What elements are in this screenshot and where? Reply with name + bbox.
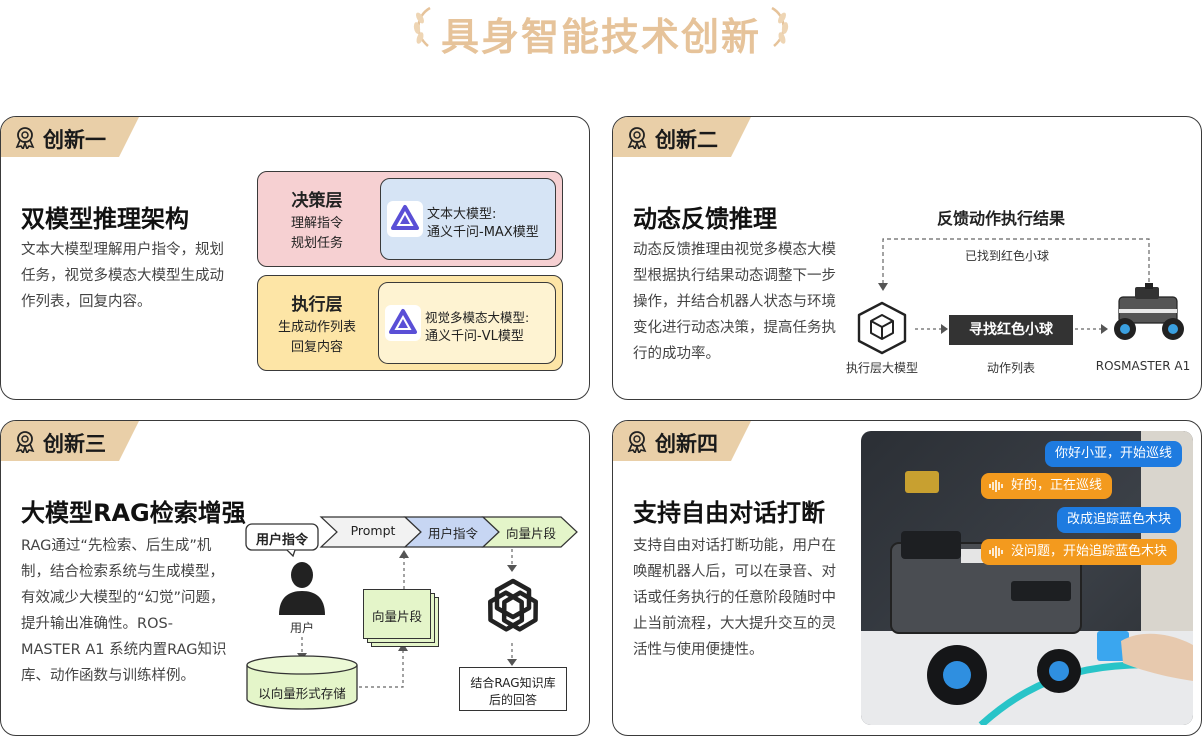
- prompt-chevron-bar: [319, 516, 578, 548]
- vision-llm-line-1: 视觉多模态大模型:: [425, 310, 530, 325]
- chat-bubble-user-2: 改成追踪蓝色木块: [1057, 507, 1182, 533]
- execution-layer-box: 执行层 生成动作列表 回复内容 视觉多模态大模型: 通义千问-VL模型: [257, 275, 563, 371]
- cube-label: 执行层大模型: [845, 361, 918, 375]
- card-innovation-2: 创新二 动态反馈推理 动态反馈推理由视觉多模态大模型根据执行结果动态调整下一步操…: [612, 116, 1202, 400]
- vision-llm-box: 视觉多模态大模型: 通义千问-VL模型: [378, 282, 556, 364]
- award-icon: [15, 431, 35, 453]
- arrow-down-icon: [507, 643, 517, 666]
- award-icon: [627, 127, 647, 149]
- decision-line-1: 理解指令: [290, 216, 343, 231]
- decision-line-2: 规划任务: [290, 236, 343, 251]
- card-innovation-4: 创新四 支持自由对话打断 支持自由对话打断功能，用户在唤醒机器人后，可以在录音、…: [612, 420, 1202, 736]
- text-llm-line-2: 通义千问-MAX模型: [427, 225, 539, 240]
- laurel-left-icon: [413, 6, 431, 47]
- card-heading: 大模型RAG检索增强: [21, 499, 246, 527]
- qwen-logo-icon: [387, 201, 423, 237]
- decision-layer-box: 决策层 理解指令 规划任务 文本大模型: 通义千问-MAX模型: [257, 171, 563, 267]
- card-description: 动态反馈推理由视觉多模态大模型根据执行结果动态调整下一步操作，并结合机器人状态与…: [633, 242, 836, 362]
- card-heading: 双模型推理架构: [21, 205, 189, 233]
- chevron-vector-segment: 向量片段: [505, 526, 556, 541]
- robot-car-image: [1114, 283, 1184, 340]
- page-title: 具身智能技术创新: [440, 15, 761, 59]
- chat-bubble-robot-1-text: 好的，正在巡线: [1011, 478, 1103, 493]
- card-heading: 支持自由对话打断: [633, 499, 825, 527]
- chevron-user-command: 用户指令: [427, 526, 478, 541]
- page-header: 具身智能技术创新: [0, 0, 1202, 60]
- arrow-up-icon: [399, 550, 409, 589]
- tab-label: 创新三: [43, 432, 106, 456]
- chat-bubble-user-1: 你好小亚，开始巡线: [1045, 441, 1183, 467]
- card-tab: 创新三: [1, 421, 141, 461]
- text-llm-box: 文本大模型: 通义千问-MAX模型: [380, 178, 556, 260]
- found-label: 已找到红色小球: [965, 249, 1050, 263]
- chat-bubble-robot-2-text: 没问题，开始追踪蓝色木块: [1011, 544, 1168, 559]
- card-innovation-1: 创新一 双模型推理架构 文本大模型理解用户指令，规划任务，视觉多模态大模型生成动…: [0, 116, 590, 400]
- action-box: 寻找红色小球: [949, 315, 1073, 345]
- ai-model-logo-icon: [488, 578, 538, 632]
- qwen-logo-icon: [385, 305, 421, 341]
- arrow-right-icon: [915, 324, 948, 334]
- card-description: RAG通过“先检索、后生成”机制，结合检索系统与生成模型，有效减少大模型的“幻觉…: [21, 538, 227, 684]
- robot-label: ROSMASTER A1: [1095, 359, 1191, 373]
- card-tab: 创新二: [613, 117, 753, 157]
- tab-label: 创新二: [655, 128, 718, 152]
- award-icon: [627, 431, 647, 453]
- chevron-prompt: Prompt: [350, 523, 396, 538]
- execution-line-2: 回复内容: [290, 340, 343, 355]
- cube-icon: [857, 301, 907, 355]
- feedback-loop-arrow: [878, 238, 1150, 303]
- user-command-label: 用户指令: [255, 533, 308, 548]
- arrow-right-icon: [1075, 324, 1108, 334]
- card-heading: 动态反馈推理: [633, 205, 777, 233]
- robot-photo: 你好小亚，开始巡线 好的，正在巡线 改成追踪蓝色木块 没问题，开始追踪蓝色木块: [861, 431, 1193, 725]
- user-label: 用户: [289, 621, 314, 635]
- vector-segment-label: 向量片段: [371, 609, 422, 624]
- user-icon: [279, 562, 325, 615]
- voice-wave-icon: [989, 546, 1003, 558]
- execution-layer-title: 执行层: [291, 295, 343, 315]
- connector-arrow: [359, 643, 408, 688]
- vector-segment-doc: 向量片段: [363, 589, 431, 639]
- action-label: 动作列表: [986, 361, 1035, 375]
- tab-label: 创新一: [43, 128, 106, 152]
- chat-bubble-robot-1: 好的，正在巡线: [981, 473, 1113, 499]
- feedback-title: 反馈动作执行结果: [937, 209, 1066, 228]
- vision-llm-line-2: 通义千问-VL模型: [425, 329, 524, 344]
- card-innovation-3: 创新三 大模型RAG检索增强 RAG通过“先检索、后生成”机制，结合检索系统与生…: [0, 420, 590, 736]
- rag-answer-line-2: 后的回答: [488, 693, 537, 707]
- rag-answer-box: 结合RAG知识库 后的回答: [459, 667, 567, 711]
- card-description: 文本大模型理解用户指令，规划任务，视觉多模态大模型生成动作列表，回复内容。: [21, 242, 224, 310]
- text-llm-line-1: 文本大模型:: [427, 207, 497, 222]
- card-description: 支持自由对话打断功能，用户在唤醒机器人后，可以在录音、对话或任务执行的任意阶段随…: [633, 538, 836, 658]
- vector-storage-cylinder: [246, 655, 358, 710]
- storage-label: 以向量形式存储: [258, 686, 346, 701]
- laurel-right-icon: [771, 6, 789, 47]
- award-icon: [15, 127, 35, 149]
- card-tab: 创新一: [1, 117, 141, 157]
- arrow-down-icon: [507, 549, 517, 572]
- chat-bubble-robot-2: 没问题，开始追踪蓝色木块: [981, 539, 1178, 565]
- decision-layer-title: 决策层: [291, 191, 343, 211]
- user-command-bubble: [245, 523, 319, 557]
- voice-wave-icon: [989, 480, 1003, 492]
- rag-answer-line-1: 结合RAG知识库: [470, 676, 556, 690]
- card-tab: 创新四: [613, 421, 753, 461]
- execution-line-1: 生成动作列表: [277, 320, 356, 335]
- tab-label: 创新四: [655, 432, 718, 456]
